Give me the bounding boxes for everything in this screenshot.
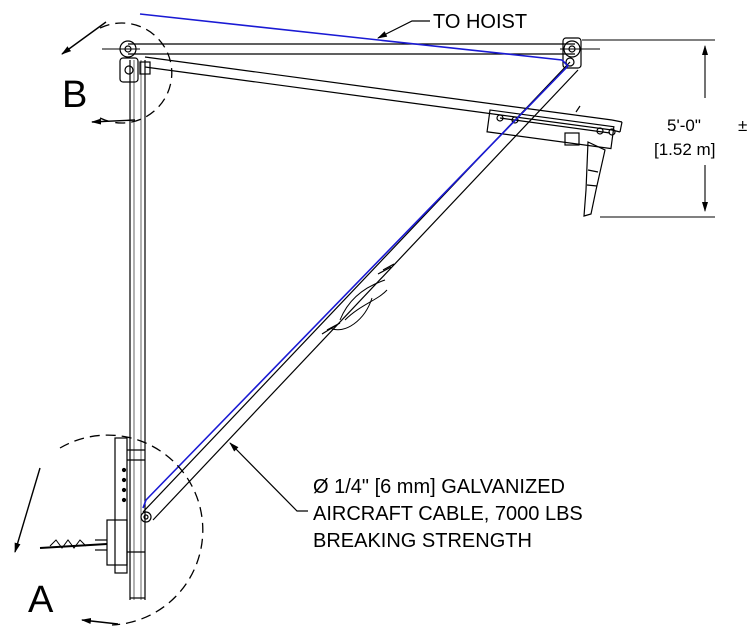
detail-a-arrow-left: [14, 467, 41, 553]
detail-a-label: A: [28, 579, 54, 621]
detail-b-arrow-top: [61, 21, 107, 55]
upper-arm: [144, 56, 623, 133]
lower-bracket-a: [39, 437, 145, 574]
detail-b-arrow-bottom: [91, 118, 136, 125]
mast: [129, 60, 146, 600]
height-tolerance-label: ±: [738, 116, 747, 135]
cable-note-line-3: BREAKING STRENGTH: [313, 530, 532, 552]
detail-circle-a: [59, 434, 204, 626]
detail-b-label: B: [62, 74, 87, 116]
arm-end-sleeve: [486, 105, 616, 217]
diagonal-brace: [140, 61, 579, 523]
detail-a-arrow-bottom: [81, 618, 119, 625]
to-hoist-label: TO HOIST: [433, 11, 527, 33]
cable-note-line-1: Ø 1/4" [6 mm] GALVANIZED: [313, 476, 565, 498]
brace-clamps: [321, 263, 395, 335]
to-hoist-leader: [377, 20, 430, 39]
top-boom: [102, 43, 600, 55]
hoist-cable: [139, 13, 570, 509]
pivot-right-hardware: [562, 37, 582, 69]
cable-note-line-2: AIRCRAFT CABLE, 7000 LBS: [313, 503, 583, 525]
height-dimension: [582, 39, 715, 218]
cable-note-leader: [229, 442, 308, 512]
detail-circle-b: [99, 22, 173, 124]
height-m-label: [1.52 m]: [654, 140, 715, 159]
height-ft-label: 5'-0": [667, 116, 701, 135]
